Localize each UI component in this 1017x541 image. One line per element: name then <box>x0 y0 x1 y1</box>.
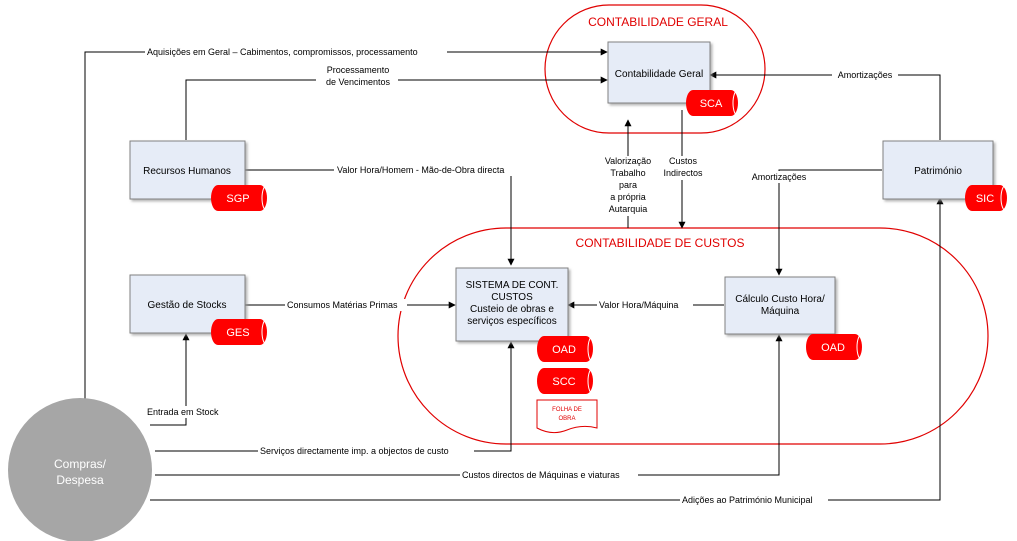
box-patrimonio-label: Património <box>914 166 962 177</box>
tag-scc-label: SCC <box>552 376 575 388</box>
tag-ges-label: GES <box>226 327 249 339</box>
box-calculo-custo-line-1: Cálculo Custo Hora/ <box>735 294 825 305</box>
box-gestao-stocks-label: Gestão de Stocks <box>148 300 227 311</box>
flow-valorizacao-line-1: Valorização <box>605 156 651 166</box>
flow-custos-indirectos-line-2: Indirectos <box>663 168 703 178</box>
region-contabilidade-custos: CONTABILIDADE DE CUSTOS <box>397 227 989 445</box>
box-sistema-custos-line-4: serviços específicos <box>467 316 556 327</box>
tag-sgp-label: SGP <box>226 193 249 205</box>
tag-sic: SIC <box>965 184 1012 212</box>
flow-custos-indirectos-line-1: Custos <box>669 156 698 166</box>
document-folha-de-obra: FOLHA DE OBRA <box>536 399 598 434</box>
compras-label-line-1: Compras/ <box>54 457 107 471</box>
flow-valorizacao-line-5: Autarquia <box>609 204 648 214</box>
box-sistema-custos-line-3: Custeio de obras e <box>470 304 554 315</box>
tag-oad-sistema: OAD <box>537 335 599 363</box>
box-sistema-custos: SISTEMA DE CONT. CUSTOS Custeio de obras… <box>455 267 569 342</box>
flow-processamento-label-line-2: de Vencimentos <box>326 77 391 87</box>
compras-label-line-2: Despesa <box>56 473 104 487</box>
flow-consumos-label: Consumos Matérias Primas <box>287 300 398 310</box>
region-contabilidade-geral-title: CONTABILIDADE GERAL <box>588 15 728 29</box>
tag-oad-calculo: OAD <box>806 333 868 361</box>
flow-amortizacoes-top-label: Amortizações <box>838 70 893 80</box>
document-label-line-1: FOLHA DE <box>552 407 582 413</box>
flow-aquisicoes-line <box>84 48 608 420</box>
flow-custos-maquinas-label: Custos directos de Máquinas e viaturas <box>462 470 620 480</box>
flow-aquisicoes-label: Aquisições em Geral – Cabimentos, compro… <box>147 47 418 57</box>
flow-amortizacoes-top-line <box>709 71 941 140</box>
tag-oad-sistema-label: OAD <box>552 344 576 356</box>
flow-valorizacao-line-2: Trabalho <box>610 168 645 178</box>
tag-oad-calculo-label: OAD <box>821 342 845 354</box>
flow-amortizacoes-mid-label: Amortizações <box>752 172 807 182</box>
box-sistema-custos-line-2: CUSTOS <box>491 292 533 303</box>
tag-sca: SCA <box>686 89 744 117</box>
flow-valorizacao-line-3: para <box>619 180 637 190</box>
flow-amortizacoes-mid-line <box>775 169 882 276</box>
tag-sca-label: SCA <box>700 98 723 110</box>
tag-sgp: SGP <box>211 184 273 212</box>
box-contabilidade-geral-label: Contabilidade Geral <box>615 69 703 80</box>
flow-entrada-stock-line <box>150 333 190 426</box>
region-contabilidade-geral: CONTABILIDADE GERAL <box>544 4 766 134</box>
tag-scc: SCC <box>537 367 599 395</box>
flow-adicoes-line <box>150 197 944 501</box>
flow-valor-hora-maquina-label: Valor Hora/Máquina <box>599 300 678 310</box>
flow-valor-hora-homem-label: Valor Hora/Homem - Mão-de-Obra directa <box>337 165 504 175</box>
flow-labels: Aquisições em Geral – Cabimentos, compro… <box>145 46 898 506</box>
flow-servicos-label: Serviços directamente imp. a objectos de… <box>260 446 449 456</box>
flow-valorizacao-line-4: a própria <box>610 192 646 202</box>
tag-sic-label: SIC <box>976 193 994 205</box>
box-calculo-custo: Cálculo Custo Hora/ Máquina <box>724 276 836 335</box>
box-sistema-custos-line-1: SISTEMA DE CONT. <box>466 280 559 291</box>
flow-processamento-line <box>185 76 608 140</box>
flow-entrada-stock-label: Entrada em Stock <box>147 407 219 417</box>
flow-valor-hora-homem-line <box>245 169 515 266</box>
compras-despesa-circle: Compras/ Despesa <box>8 398 152 541</box>
box-recursos-humanos-label: Recursos Humanos <box>143 166 231 177</box>
flow-processamento-label-line-1: Processamento <box>327 65 390 75</box>
document-label-line-2: OBRA <box>558 416 575 422</box>
flow-adicoes-label: Adições ao Património Municipal <box>682 495 813 505</box>
box-calculo-custo-line-2: Máquina <box>761 306 800 317</box>
flow-servicos-line <box>155 341 515 452</box>
region-contabilidade-custos-title: CONTABILIDADE DE CUSTOS <box>576 236 745 250</box>
tag-ges: GES <box>211 318 273 346</box>
flow-custos-maquinas-line <box>155 334 783 476</box>
